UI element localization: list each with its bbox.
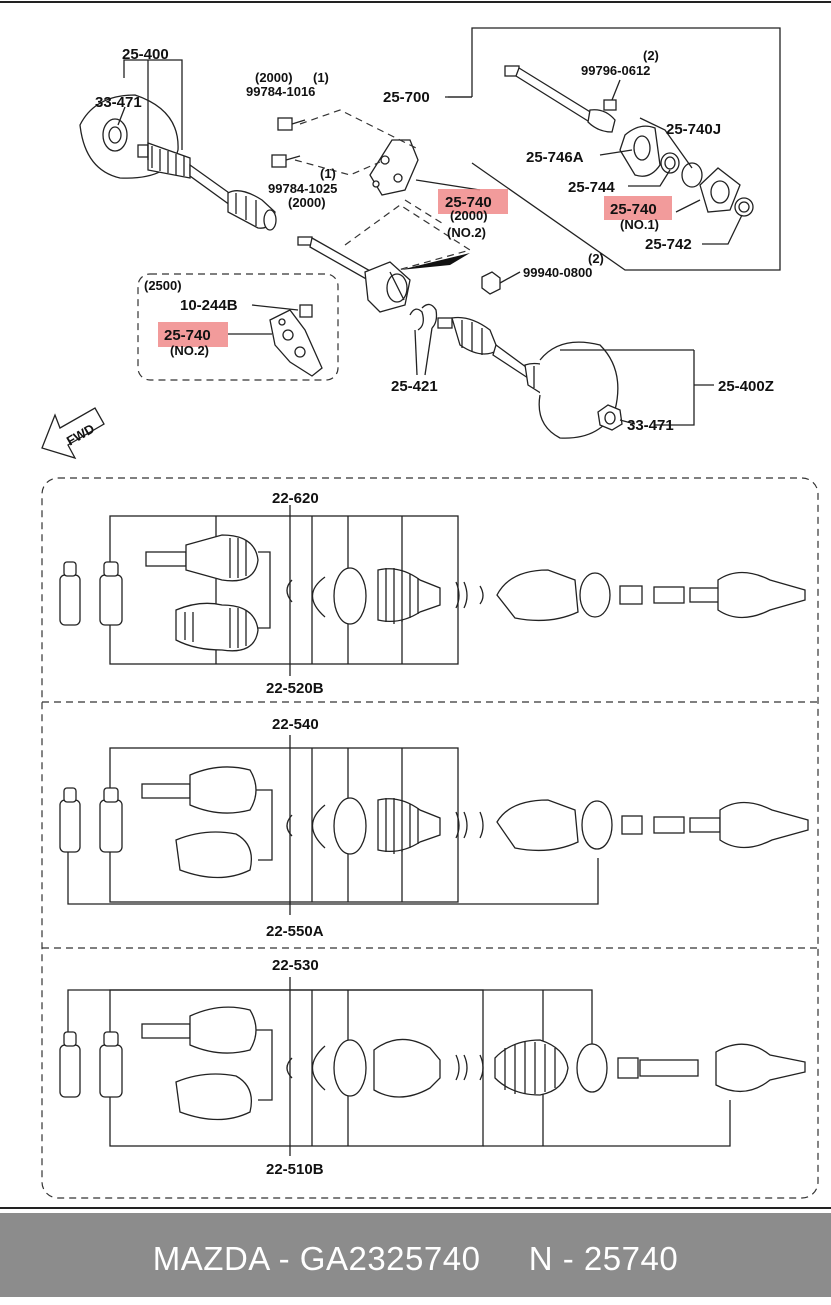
kit-sections-frame bbox=[41, 477, 819, 1199]
label-25-400Z: 25-400Z bbox=[718, 378, 774, 395]
label-33-471-bottom: 33-471 bbox=[627, 417, 674, 434]
label-no2-left: (NO.2) bbox=[170, 343, 209, 358]
label-2000-a: (2000) bbox=[255, 70, 293, 85]
label-22-530: 22-530 bbox=[272, 957, 319, 974]
label-25-742: 25-742 bbox=[645, 236, 692, 253]
section-22-530 bbox=[59, 977, 806, 1156]
circlip-25-421 bbox=[409, 303, 438, 376]
label-22-540: 22-540 bbox=[272, 716, 319, 733]
label-25-740-right: 25-740 bbox=[610, 201, 657, 218]
fwd-arrow bbox=[41, 407, 105, 460]
bolt-99784-1016 bbox=[277, 117, 306, 131]
label-25-700: 25-700 bbox=[383, 89, 430, 106]
label-99784-1025: 99784-1025 bbox=[268, 181, 337, 196]
label-1-b: (1) bbox=[320, 166, 336, 181]
label-no1: (NO.1) bbox=[620, 217, 659, 232]
label-25-740-left: 25-740 bbox=[164, 327, 211, 344]
label-2000-c: (2000) bbox=[450, 208, 488, 223]
label-25-746A: 25-746A bbox=[526, 149, 584, 166]
label-25-740-center: 25-740 bbox=[445, 194, 492, 211]
label-2000-b: (2000) bbox=[288, 195, 326, 210]
label-10-244B: 10-244B bbox=[180, 297, 238, 314]
label-99796-0612: 99796-0612 bbox=[581, 63, 650, 78]
label-25-400: 25-400 bbox=[122, 46, 169, 63]
label-22-510B: 22-510B bbox=[266, 1161, 324, 1178]
footer-bar: MAZDA - GA2325740 N - 25740 bbox=[0, 1213, 831, 1297]
label-22-520B: 22-520B bbox=[266, 680, 324, 697]
footer-part-number: MAZDA - GA2325740 N - 25740 bbox=[152, 1240, 679, 1277]
center-bearing-bracket bbox=[369, 139, 419, 196]
label-25-421: 25-421 bbox=[391, 378, 438, 395]
label-25-740J: 25-740J bbox=[666, 121, 721, 138]
intermediate-shaft bbox=[297, 236, 411, 313]
label-25-744: 25-744 bbox=[568, 179, 615, 196]
label-2-b: (2) bbox=[588, 251, 604, 266]
label-2-a: (2) bbox=[643, 48, 659, 63]
inset-2500 bbox=[137, 273, 339, 381]
label-33-471-top: 33-471 bbox=[95, 94, 142, 111]
section-22-620 bbox=[59, 505, 806, 676]
right-hub-knuckle bbox=[538, 341, 623, 439]
nut-99940-0800 bbox=[481, 271, 521, 295]
section-22-540 bbox=[59, 735, 809, 915]
label-22-620: 22-620 bbox=[272, 490, 319, 507]
inset-25-700 bbox=[448, 27, 781, 271]
label-99940-0800: 99940-0800 bbox=[523, 265, 592, 280]
label-99784-1016: 99784-1016 bbox=[246, 84, 315, 99]
label-1-a: (1) bbox=[313, 70, 329, 85]
label-22-550A: 22-550A bbox=[266, 923, 324, 940]
label-2500: (2500) bbox=[144, 278, 182, 293]
bolt-99784-1025 bbox=[271, 154, 301, 168]
left-halfshaft bbox=[137, 142, 277, 231]
label-no2-center: (NO.2) bbox=[447, 225, 486, 240]
